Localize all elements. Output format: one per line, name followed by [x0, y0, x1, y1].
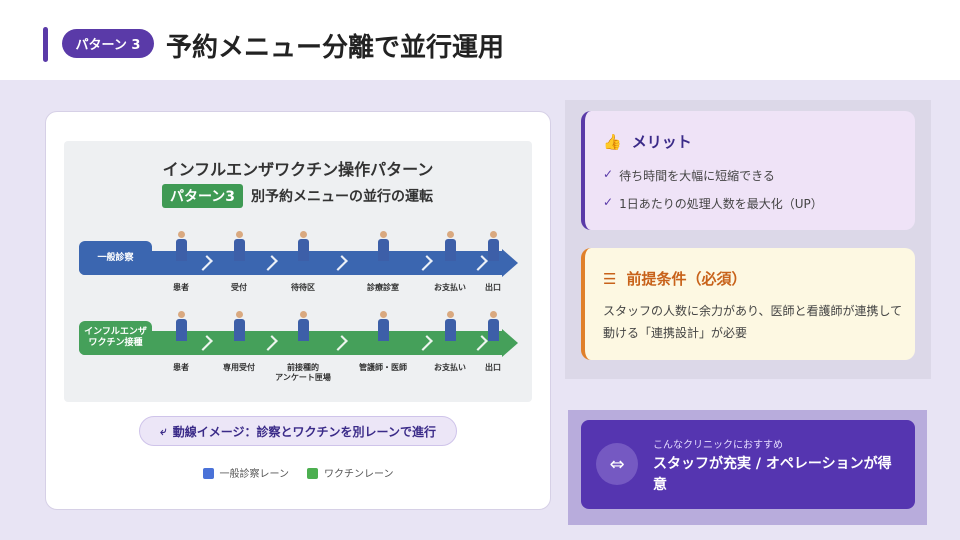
condition-title: 前提条件（必須） [626, 270, 747, 288]
pattern-tag: パターン3 [162, 184, 244, 208]
person-figure [378, 311, 389, 341]
step-label: 専用受付 [223, 363, 255, 372]
check-icon: ✓ [603, 167, 614, 181]
thumbs-up-icon: 👍 [603, 132, 622, 151]
recommend-card: ⇔ こんなクリニックにおすすめ スタッフが充実 / オペレーションが得意 [581, 420, 915, 509]
page-title: 予約メニュー分離で並行運用 [166, 33, 505, 63]
person-figure [445, 311, 456, 341]
step-label: 患者 [173, 283, 189, 292]
leaf-icon [307, 468, 318, 479]
arrow-head [502, 249, 518, 277]
legend-item-general: 一般診察レーン [202, 465, 290, 480]
pattern-badge: パターン 3 [62, 29, 154, 58]
flow-pill-label: 動線イメージ：診察とワクチンを別レーンで進行 [172, 424, 436, 439]
person-figure [488, 311, 499, 341]
arrow-head [502, 329, 518, 357]
merit-item: ✓ 1日あたりの処理人数を最大化（UP） [603, 195, 823, 212]
step-label: 前接種的 アンケート匣場 [275, 363, 331, 383]
checklist-icon: ☰ [603, 269, 617, 288]
step-label: お支払い [434, 363, 466, 372]
lane-vaccine: インフルエンザ ワクチン接種 [79, 321, 519, 357]
merit-item: ✓ 待ち時間を大幅に短縮できる [603, 167, 775, 184]
condition-text: スタッフの人数に余力があり、医師と看護師が連携して動ける「連携設計」が必要 [603, 304, 903, 340]
flow-illustration: インフルエンザワクチン操作パターン パターン3 別予約メニューの並行の運転 一般… [64, 141, 532, 402]
lane-label: 一般診察 [79, 241, 152, 275]
person-figure [298, 231, 309, 261]
legend-item-vaccine: ワクチンレーン [307, 465, 394, 480]
person-figure [176, 311, 187, 341]
person-figure [176, 231, 187, 261]
lane-general: 一般診察 [79, 241, 519, 277]
person-figure [234, 311, 245, 341]
merit-item-text: 1日あたりの処理人数を最大化（UP） [619, 197, 823, 211]
legend-label: ワクチンレーン [324, 469, 394, 480]
step-label: 出口 [485, 283, 501, 292]
accent-bar [43, 27, 48, 62]
person-icon [202, 468, 214, 479]
route-icon: ⤶ [160, 423, 167, 438]
person-figure [378, 231, 389, 261]
step-label: 待待区 [291, 283, 315, 292]
person-figure [445, 231, 456, 261]
legend-label: 一般診察レーン [219, 469, 290, 480]
lane-label: インフルエンザ ワクチン接種 [79, 321, 152, 355]
illustration-subtitle: パターン3 別予約メニューの並行の運転 [162, 184, 433, 208]
header: パターン 3 予約メニュー分離で並行運用 [0, 0, 960, 80]
staff-collaboration-icon: ⇔ [596, 443, 638, 485]
illustration-title: インフルエンザワクチン操作パターン [162, 160, 434, 179]
condition-card: ☰ 前提条件（必須） スタッフの人数に余力があり、医師と看護師が連携して動ける「連… [581, 248, 915, 360]
step-label: お支払い [434, 283, 466, 292]
person-figure [234, 231, 245, 261]
check-icon: ✓ [603, 195, 614, 209]
step-label: 診療診室 [367, 283, 399, 292]
step-label: 受付 [231, 283, 247, 292]
subtitle-text: 別予約メニューの並行の運転 [251, 189, 434, 205]
step-label: 管護師・医師 [359, 363, 407, 372]
person-figure [488, 231, 499, 261]
step-label: 出口 [485, 363, 501, 372]
recommend-caption: こんなクリニックにおすすめ [653, 440, 783, 451]
person-figure [298, 311, 309, 341]
merit-item-text: 待ち時間を大幅に短縮できる [619, 169, 775, 183]
flow-pill: ⤶ 動線イメージ：診察とワクチンを別レーンで進行 [139, 416, 457, 446]
step-label: 患者 [173, 363, 189, 372]
recommend-text: スタッフが充実 / オペレーションが得意 [653, 456, 892, 493]
merit-title: メリット [631, 133, 692, 151]
merit-card: 👍 メリット ✓ 待ち時間を大幅に短縮できる ✓ 1日あたりの処理人数を最大化（UP） [581, 111, 915, 230]
legend: 一般診察レーン ワクチンレーン [0, 465, 596, 480]
